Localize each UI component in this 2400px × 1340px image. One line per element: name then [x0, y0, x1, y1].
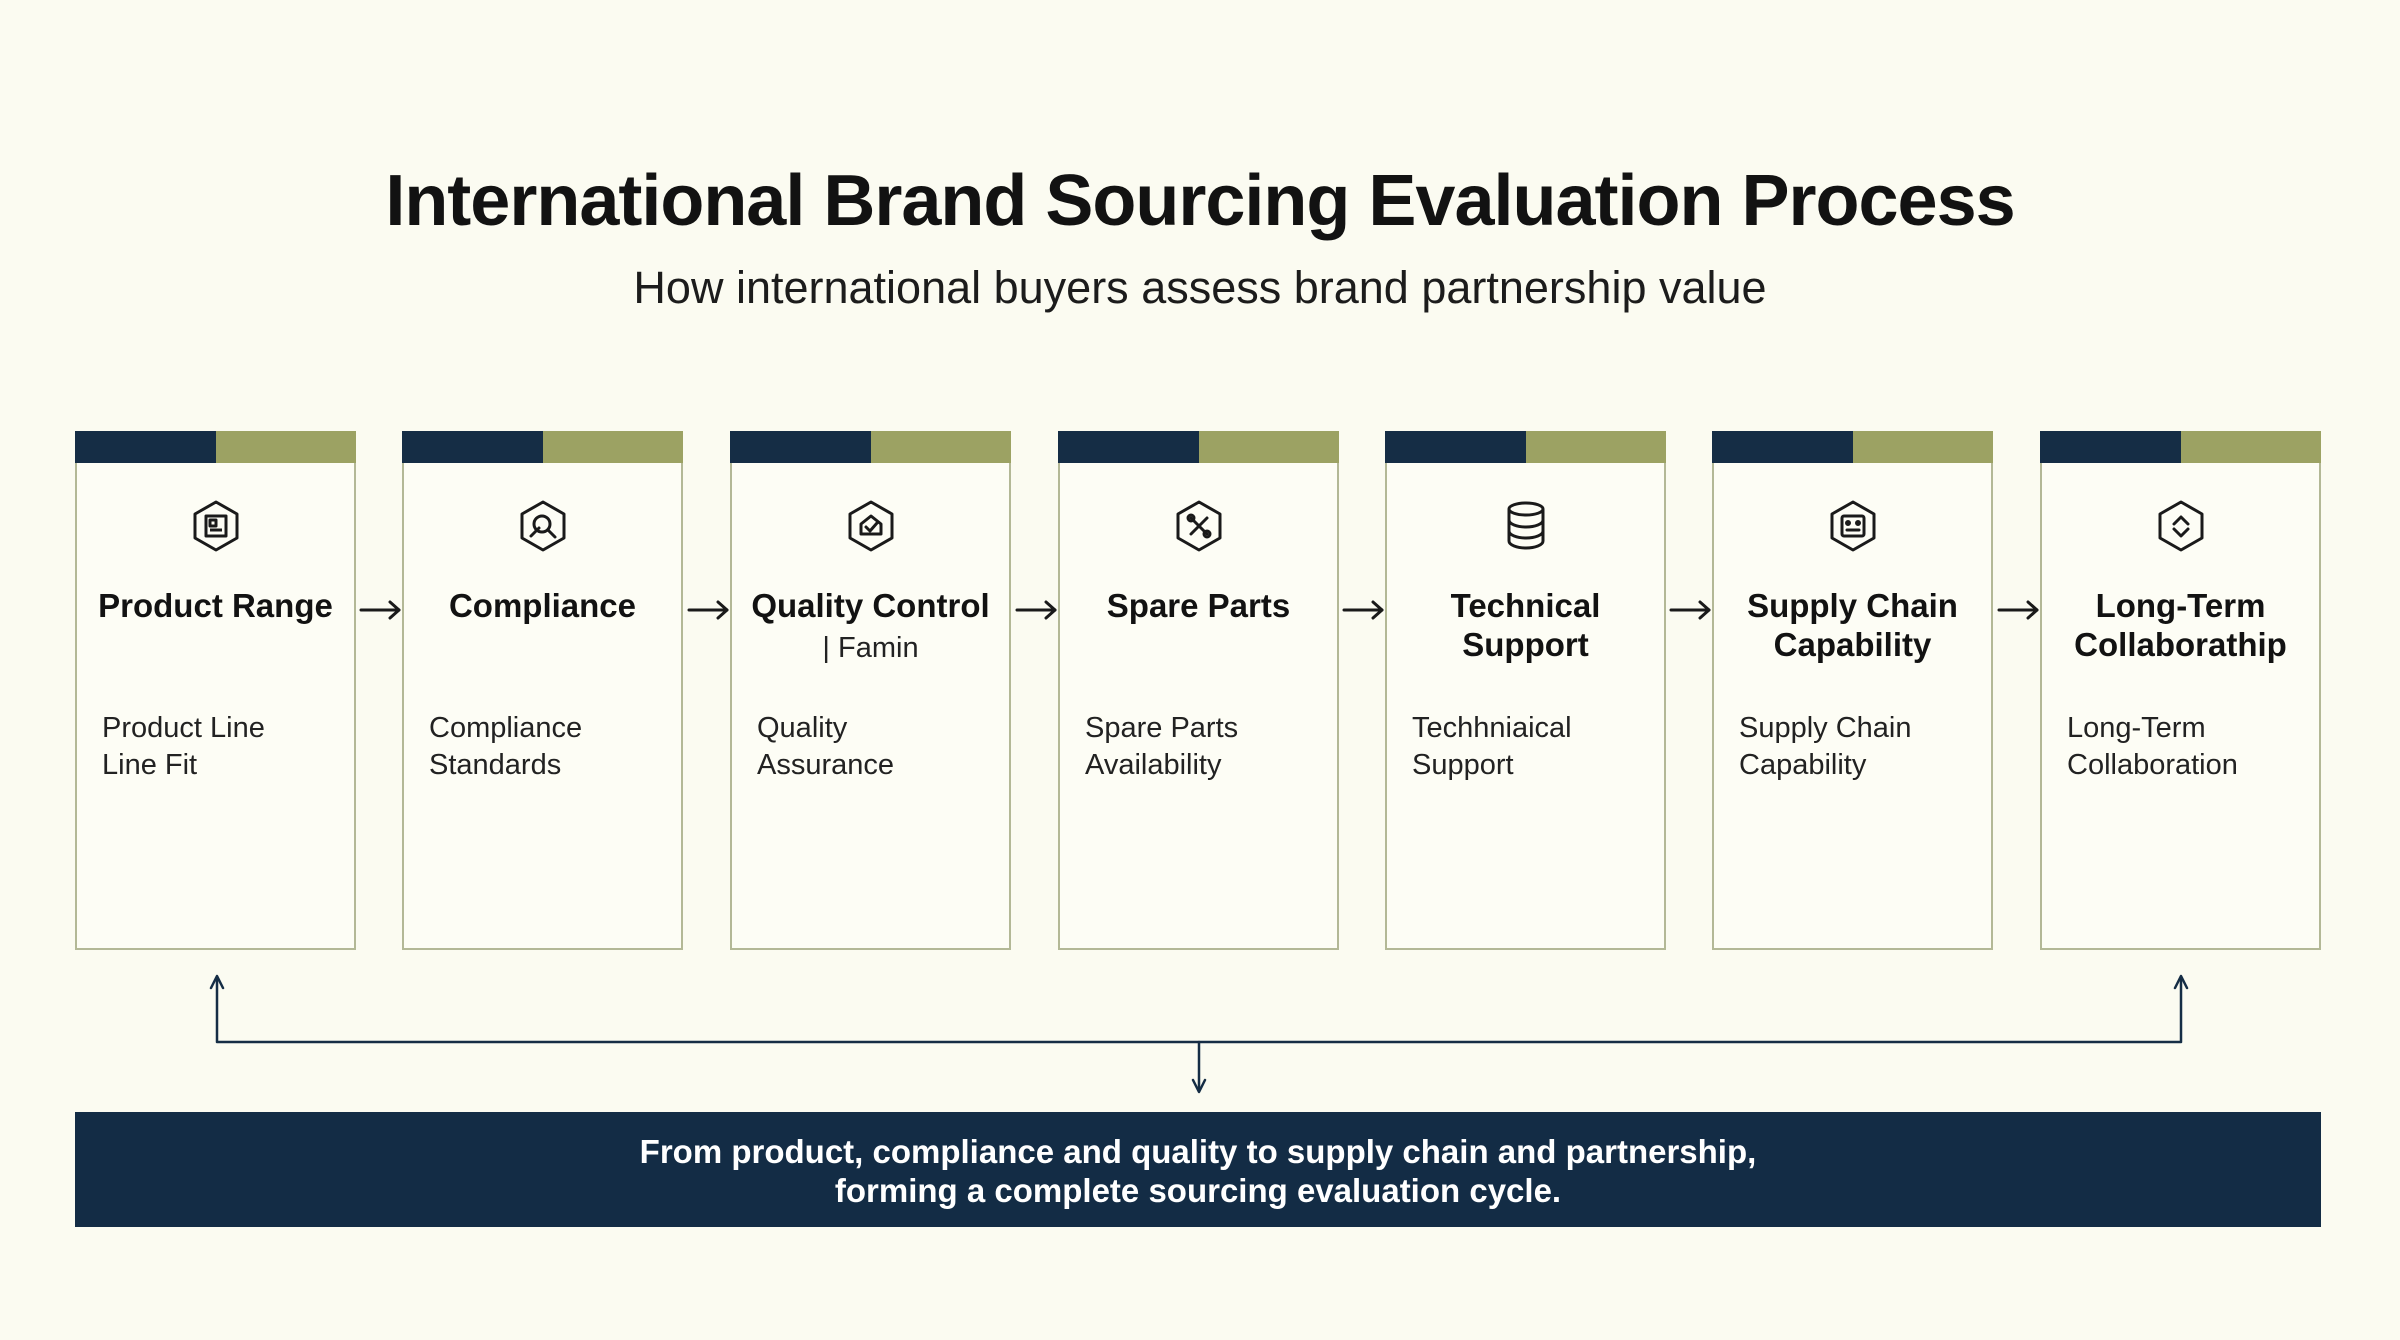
- product-range-icon: [186, 496, 246, 556]
- card-header-bar: [2040, 431, 2321, 463]
- flow-arrow-icon: [1341, 595, 1387, 625]
- step-note: | Famin: [822, 632, 919, 664]
- card-header-bar: [1712, 431, 1993, 463]
- summary-banner: From product, compliance and quality to …: [75, 1112, 2321, 1227]
- flow-arrow-icon: [358, 595, 404, 625]
- page-subtitle: How international buyers assess brand pa…: [633, 262, 1767, 313]
- flow-arrow-icon: [1996, 595, 2042, 625]
- card-header-bar: [1385, 431, 1666, 463]
- spare-parts-icon: [1169, 496, 1229, 556]
- compliance-icon: [513, 496, 573, 556]
- card-header-bar: [1058, 431, 1339, 463]
- summary-line-2: forming a complete sourcing evaluation c…: [834, 1172, 1562, 1209]
- page-title: International Brand Sourcing Evaluation …: [385, 161, 2015, 241]
- quality-control-icon: [841, 496, 901, 556]
- step-title: Spare Parts: [1106, 587, 1291, 624]
- supply-chain-icon: [1823, 496, 1883, 556]
- step-title: Compliance: [448, 587, 637, 624]
- collaboration-icon: [2151, 496, 2211, 556]
- summary-line-1: From product, compliance and quality to …: [639, 1133, 1757, 1170]
- technical-support-icon: [1496, 496, 1556, 556]
- step-title: Product Range: [98, 587, 333, 624]
- flow-arrow-icon: [1668, 595, 1714, 625]
- flow-arrow-icon: [1014, 595, 1060, 625]
- step-title: Quality Control: [751, 587, 990, 624]
- feedback-loop-connector: [209, 974, 2189, 1094]
- card-header-bar: [402, 431, 683, 463]
- flow-arrow-icon: [686, 595, 732, 625]
- card-header-bar: [75, 431, 356, 463]
- card-header-bar: [730, 431, 1011, 463]
